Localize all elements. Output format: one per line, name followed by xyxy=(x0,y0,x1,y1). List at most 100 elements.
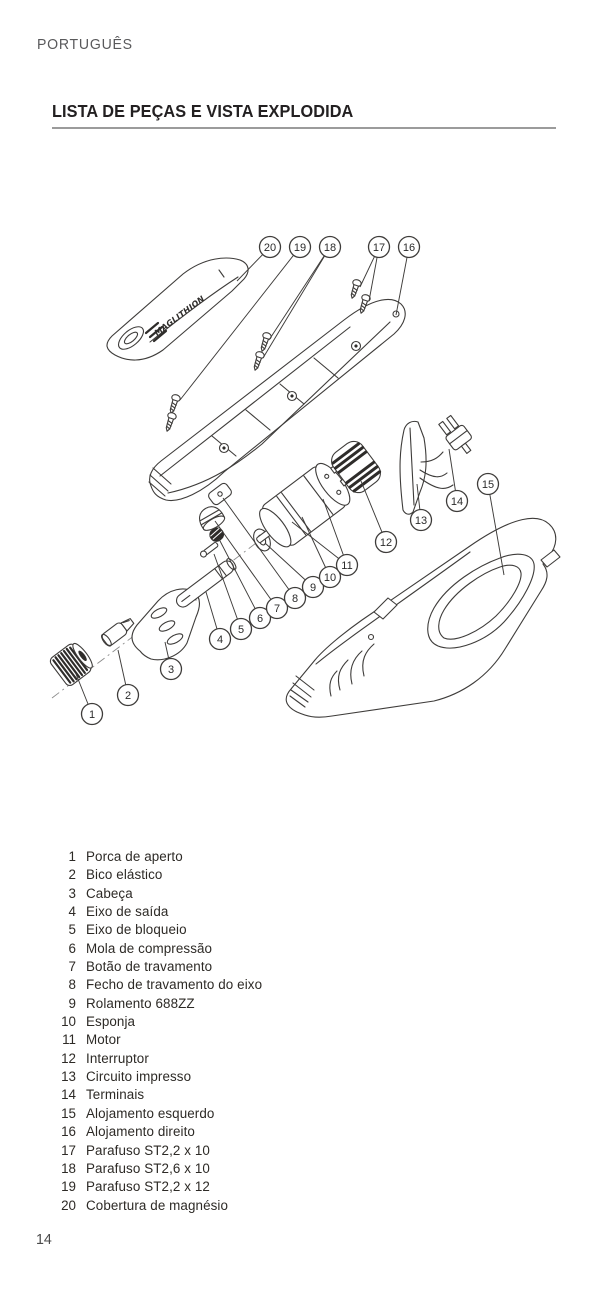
part-screw xyxy=(350,279,362,299)
part-number: 11 xyxy=(62,1032,76,1048)
part-label: Parafuso ST2,6 x 10 xyxy=(86,1160,210,1176)
callout-number: 4 xyxy=(217,634,223,646)
part-label: Eixo de bloqueio xyxy=(86,922,187,938)
callout-circle xyxy=(159,657,183,681)
part-number: 2 xyxy=(68,867,76,883)
callout-number: 1 xyxy=(89,709,95,721)
parts-list-row: 18 Parafuso ST2,6 x 10 xyxy=(52,1160,262,1178)
callout-number: 20 xyxy=(264,242,276,254)
part-screw xyxy=(165,412,177,432)
part-magnesium-cover: MAGLITHION xyxy=(106,257,249,361)
callout-circle xyxy=(288,235,312,259)
parts-list-row: 8 Fecho de travamento do eixo xyxy=(52,976,262,994)
callout-number: 10 xyxy=(324,572,336,584)
part-screw xyxy=(359,294,371,314)
callout-number: 3 xyxy=(168,664,174,676)
callout-9: 9 xyxy=(264,542,325,599)
part-collet-nut xyxy=(49,642,93,686)
page-number: 14 xyxy=(36,1231,52,1248)
callout-14: 14 xyxy=(445,448,469,513)
callout-15: 15 xyxy=(476,472,505,576)
callout-number: 9 xyxy=(310,582,316,594)
callout-number: 5 xyxy=(238,624,244,636)
callout-18: 18 xyxy=(262,235,342,359)
callout-8: 8 xyxy=(222,497,307,610)
part-number: 4 xyxy=(68,904,76,920)
callout-circle xyxy=(476,472,500,496)
part-left-housing xyxy=(285,517,561,718)
callout-number: 13 xyxy=(415,515,427,527)
callout-number: 7 xyxy=(274,603,280,615)
callout-6: 6 xyxy=(218,538,272,630)
part-label: Alojamento direito xyxy=(86,1124,195,1140)
callout-number: 6 xyxy=(257,613,263,625)
callout-5: 5 xyxy=(213,553,253,641)
title-rule xyxy=(52,127,556,129)
part-label: Mola de compressão xyxy=(86,940,213,956)
callout-circle xyxy=(283,586,307,610)
part-switch xyxy=(331,440,382,494)
callout-number: 11 xyxy=(341,560,352,572)
callout-circle xyxy=(258,235,282,259)
callout-circle xyxy=(335,553,359,577)
callout-10: 10 xyxy=(301,516,342,589)
callout-number: 8 xyxy=(292,593,298,605)
callout-circle xyxy=(445,489,469,513)
parts-list-row: 10 Esponja xyxy=(52,1013,262,1031)
callout-number: 17 xyxy=(373,242,385,254)
part-number: 10 xyxy=(61,1014,76,1030)
page-title: LISTA DE PEÇAS E VISTA EXPLODIDA xyxy=(52,101,354,121)
part-label: Fecho de travamento do eixo xyxy=(86,977,263,993)
part-shaft-lock-latch xyxy=(208,482,232,506)
part-label: Cobertura de magnésio xyxy=(86,1197,229,1213)
parts-list-row: 13 Circuito impresso xyxy=(52,1068,262,1086)
part-number: 15 xyxy=(61,1105,76,1121)
part-number: 13 xyxy=(61,1069,76,1085)
part-label: Esponja xyxy=(86,1014,136,1030)
callout-circle xyxy=(208,627,232,651)
part-output-shaft xyxy=(175,558,237,608)
part-number: 9 xyxy=(68,995,76,1011)
part-number: 12 xyxy=(61,1050,76,1066)
callout-circle xyxy=(397,235,421,259)
callout-number: 16 xyxy=(403,242,415,254)
callout-circle xyxy=(248,606,272,630)
callout-17: 17 xyxy=(359,235,391,302)
part-lock-button xyxy=(199,506,226,531)
part-lock-pin xyxy=(199,542,219,558)
part-number: 20 xyxy=(61,1197,76,1213)
part-number: 8 xyxy=(68,977,76,993)
part-collet xyxy=(101,618,135,647)
callout-13: 13 xyxy=(409,483,433,532)
callout-19: 19 xyxy=(179,235,312,401)
part-screw xyxy=(169,394,181,414)
part-circuit-board xyxy=(399,420,454,515)
callout-circle xyxy=(318,235,342,259)
callout-number: 14 xyxy=(451,496,463,508)
part-number: 18 xyxy=(61,1160,76,1176)
parts-list-row: 20 Cobertura de magnésio xyxy=(52,1197,262,1215)
callout-circle xyxy=(116,683,140,707)
callout-circle xyxy=(80,702,104,726)
part-number: 19 xyxy=(61,1179,76,1195)
callout-number: 12 xyxy=(380,537,392,549)
callout-4: 4 xyxy=(205,591,232,651)
callout-7: 7 xyxy=(214,520,289,620)
part-label: Circuito impresso xyxy=(86,1069,192,1085)
part-number: 14 xyxy=(61,1087,76,1103)
part-right-housing xyxy=(148,298,406,502)
part-number: 17 xyxy=(61,1142,76,1158)
part-number: 5 xyxy=(68,922,76,938)
